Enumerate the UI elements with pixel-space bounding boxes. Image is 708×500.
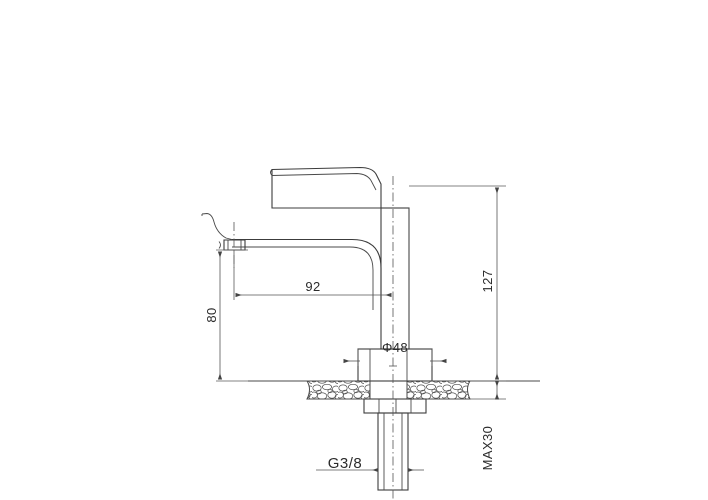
- mounting-nut: [363, 398, 427, 414]
- basin-rim-profile: [201, 213, 233, 240]
- dimension-max-deck-thickness: MAX30: [470, 380, 506, 471]
- dim-label-max30: MAX30: [480, 426, 495, 471]
- dim-label-g38: G3/8: [328, 455, 363, 472]
- dimension-overall-height: 127: [409, 185, 506, 382]
- dim-label-92: 92: [305, 279, 320, 294]
- dimension-spout-reach: 92: [233, 252, 392, 300]
- dim-label-127: 127: [480, 270, 495, 293]
- dimension-spout-height: 80: [204, 249, 248, 382]
- dim-label-80: 80: [204, 307, 219, 322]
- faucet-body-column: [380, 207, 410, 350]
- counter-deck-section: [248, 380, 540, 400]
- curved-spout: [232, 238, 382, 310]
- thread-spec-callout: G3/8: [316, 455, 424, 473]
- lever-handle: [270, 166, 382, 209]
- spout-outlet-aerator: [218, 222, 246, 268]
- dim-label-phi48: Φ48: [382, 340, 408, 355]
- dimension-base-diameter: Φ48: [343, 340, 447, 367]
